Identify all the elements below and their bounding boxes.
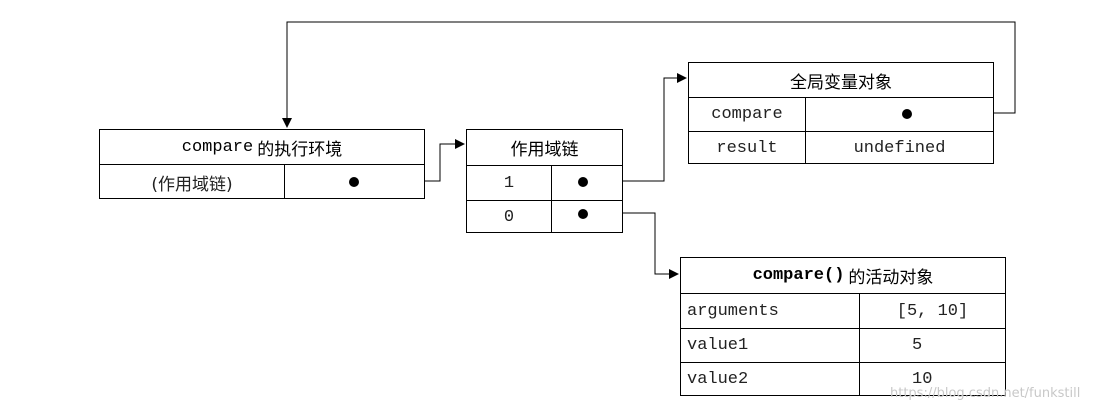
scope-chain-pointer-cell	[551, 166, 622, 200]
global-object-row: result undefined	[689, 131, 993, 164]
activation-object-value: 5	[859, 329, 1005, 362]
global-object-title: 全局变量对象	[689, 63, 993, 98]
exec-context-title-code: compare	[181, 137, 254, 157]
global-object-name: result	[716, 138, 778, 158]
activation-object-value: [5, 10]	[859, 294, 1005, 328]
global-object-pointer-cell	[805, 98, 993, 131]
activation-object-row: value1 5	[681, 328, 1005, 362]
exec-context-box: compare 的执行环境 (作用域链)	[99, 129, 425, 199]
global-object-value: undefined	[805, 132, 993, 164]
exec-context-row-label: (作用域链)	[151, 174, 233, 195]
activation-object-name: value1	[687, 336, 749, 355]
pointer-dot	[902, 109, 912, 119]
activation-object-title-code: compare()	[752, 266, 845, 285]
global-object-title-text: 全局变量对象	[790, 72, 892, 93]
global-object-row: compare	[689, 98, 993, 131]
activation-object-box: compare() 的活动对象 arguments [5, 10] value1…	[680, 257, 1006, 396]
activation-object-row: arguments [5, 10]	[681, 294, 1005, 328]
global-object-box: 全局变量对象 compare result undefined	[688, 62, 994, 164]
scope-chain-pointer-cell	[551, 201, 622, 233]
activation-object-name: arguments	[687, 301, 779, 321]
pointer-dot	[578, 209, 588, 219]
activation-object-name: value2	[687, 370, 749, 389]
scope-chain-index: 1	[503, 173, 515, 193]
watermark: https://blog.csdn.net/funkstill	[890, 386, 1081, 401]
exec-context-pointer-cell	[284, 165, 424, 199]
global-object-name: compare	[711, 105, 783, 124]
activation-object-title-text: 的活动对象	[848, 268, 934, 288]
scope-chain-title-text: 作用域链	[510, 140, 579, 160]
exec-context-title: compare 的执行环境	[100, 130, 424, 165]
activation-object-row: value2 10	[681, 362, 1005, 396]
scope-chain-row: 1	[467, 166, 622, 200]
pointer-dot	[578, 177, 588, 187]
pointer-dot	[349, 177, 359, 187]
scope-chain-index: 0	[503, 207, 515, 227]
scope-chain-title: 作用域链	[467, 130, 622, 166]
exec-context-title-text: 的执行环境	[257, 139, 343, 160]
exec-context-row: (作用域链)	[100, 165, 424, 199]
scope-chain-box: 作用域链 1 0	[466, 129, 623, 233]
scope-chain-row: 0	[467, 200, 622, 233]
activation-object-value: 10	[859, 363, 1005, 396]
activation-object-title: compare() 的活动对象	[681, 258, 1005, 294]
